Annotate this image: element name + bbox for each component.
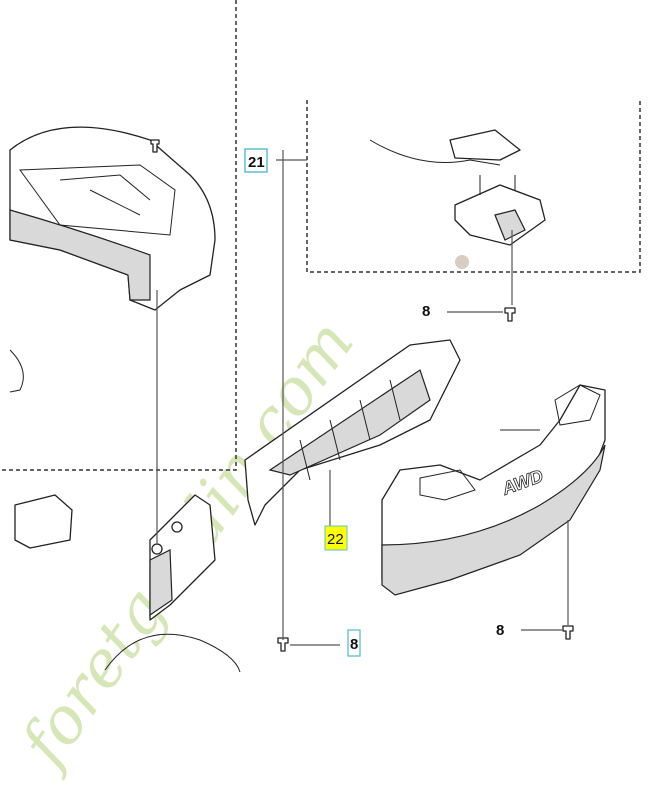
- watermark-dot: [455, 255, 469, 269]
- rear-housing-part: [9, 126, 216, 393]
- svg-text:22: 22: [327, 531, 344, 548]
- callout-21[interactable]: 21: [244, 148, 268, 173]
- deflector-part: [244, 339, 461, 526]
- svg-text:8: 8: [350, 636, 358, 653]
- group-boundary-right: [306, 100, 641, 273]
- front-bumper-part: AWD: [381, 384, 606, 596]
- callout-22[interactable]: 22: [324, 525, 348, 551]
- callout-8-top[interactable]: 8: [422, 303, 430, 320]
- svg-text:8: 8: [422, 303, 430, 320]
- group-boundary-left: [0, 0, 237, 471]
- callout-8-bottom-right[interactable]: 8: [496, 622, 504, 639]
- mounting-bracket-part: [369, 129, 546, 246]
- callout-8-bottom-left[interactable]: 8: [347, 629, 361, 657]
- screw-icon: [562, 625, 574, 640]
- screw-icon: [504, 307, 516, 322]
- screw-icon: [277, 637, 289, 652]
- svg-text:21: 21: [248, 154, 265, 171]
- svg-text:8: 8: [496, 622, 504, 639]
- screw-icon: [150, 139, 160, 153]
- side-bracket-part: [14, 494, 241, 673]
